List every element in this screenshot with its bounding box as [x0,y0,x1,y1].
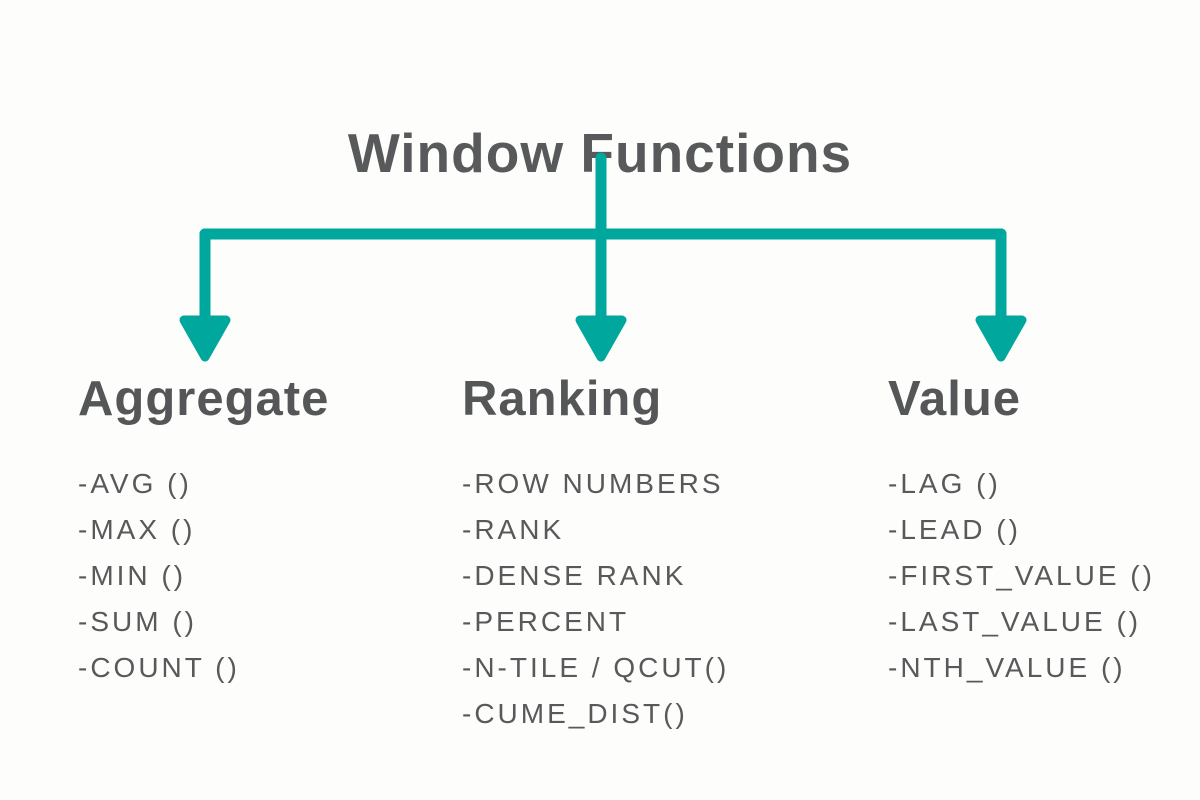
list-item: -PERCENT [462,605,630,637]
column-aggregate: Aggregate -AVG () -MAX () -MIN () -SUM (… [78,370,329,691]
column-heading-ranking: Ranking [462,372,663,426]
aggregate-function-list: -AVG () -MAX () -MIN () -SUM () -COUNT (… [78,461,329,691]
ranking-function-list: -ROW NUMBERS -RANK -DENSE RANK -PERCENT … [462,461,729,737]
list-item: -LAST_VALUE () [888,605,1142,637]
list-item: -LEAD () [888,513,1021,545]
list-item: -SUM () [78,605,197,637]
list-item: -N-TILE / QCUT() [462,651,730,683]
list-item: -ROW NUMBERS [462,467,724,499]
list-item: -NTH_VALUE () [888,651,1126,683]
connector-right-arrow [975,228,1027,362]
list-item: -MIN () [78,559,187,591]
list-item: -FIRST_VALUE () [888,559,1155,591]
column-value: Value -LAG () -LEAD () -FIRST_VALUE () -… [888,370,1155,691]
connector-center-arrow [575,152,627,362]
list-item: -AVG () [78,467,192,499]
column-ranking: Ranking -ROW NUMBERS -RANK -DENSE RANK -… [462,370,729,737]
list-item: -RANK [462,513,565,545]
list-item: -LAG () [888,467,1001,499]
list-item: -DENSE RANK [462,559,687,591]
list-item: -CUME_DIST() [462,697,688,729]
list-item: -COUNT () [78,651,240,683]
column-heading-aggregate: Aggregate [78,372,330,426]
list-item: -MAX () [78,513,196,545]
column-heading-value: Value [888,372,1022,426]
connector-left-arrow [179,228,231,362]
value-function-list: -LAG () -LEAD () -FIRST_VALUE () -LAST_V… [888,461,1155,691]
